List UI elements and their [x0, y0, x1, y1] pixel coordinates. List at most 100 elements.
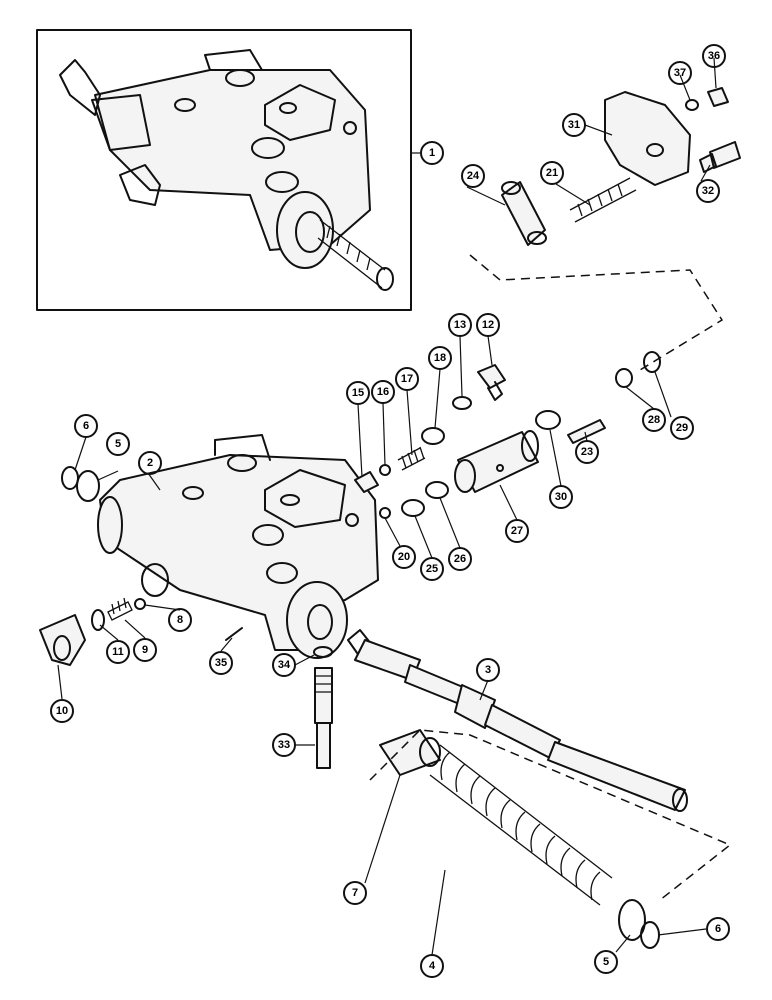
ball-20	[379, 507, 391, 519]
callout-28: 28	[642, 408, 666, 432]
spring-group-outline	[369, 729, 732, 901]
callout-36: 36	[702, 44, 726, 68]
pin-23	[567, 419, 606, 444]
svg-text:12: 12	[482, 319, 494, 331]
callout-9: 9	[133, 638, 157, 662]
spring-sleeve	[379, 729, 441, 776]
svg-text:25: 25	[426, 563, 438, 575]
valve-body	[97, 434, 379, 659]
check-ball-8	[134, 598, 146, 610]
o-ring-11	[91, 609, 105, 631]
check-spring-9	[107, 597, 133, 621]
spring-17	[397, 446, 426, 471]
svg-text:1: 1	[429, 147, 435, 159]
callout-11: 11	[106, 640, 130, 664]
o-ring-13	[452, 396, 472, 410]
snap-ring-6-right	[640, 921, 660, 949]
svg-text:23: 23	[581, 446, 593, 458]
svg-text:5: 5	[603, 956, 609, 968]
callout-12: 12	[476, 313, 500, 337]
svg-text:32: 32	[702, 185, 714, 197]
washer-18	[421, 427, 445, 445]
washer-25	[401, 499, 425, 517]
callout-26: 26	[448, 547, 472, 571]
callout-29: 29	[670, 416, 694, 440]
assembled-valve-inset	[36, 29, 412, 311]
svg-text:33: 33	[278, 739, 290, 751]
svg-text:24: 24	[467, 170, 480, 182]
svg-text:37: 37	[674, 67, 686, 79]
callout-25: 25	[420, 557, 444, 581]
callout-16: 16	[371, 380, 395, 404]
callout-3: 3	[476, 658, 500, 682]
return-spring	[429, 744, 613, 906]
plunger-33	[314, 667, 333, 769]
svg-text:29: 29	[676, 422, 688, 434]
callout-17: 17	[395, 367, 419, 391]
svg-text:10: 10	[56, 705, 68, 717]
svg-text:28: 28	[648, 414, 660, 426]
svg-text:6: 6	[83, 420, 89, 432]
valve-sleeve-27	[454, 430, 539, 493]
callout-34: 34	[272, 653, 296, 677]
ball-16	[379, 464, 391, 476]
callout-6-right: 6	[706, 917, 730, 941]
spool	[347, 629, 688, 812]
pin-35	[225, 627, 243, 641]
cover-plate-31	[604, 91, 691, 186]
elbow-fitting	[39, 614, 86, 666]
relief-poppet-24	[501, 181, 547, 246]
callout-32: 32	[696, 179, 720, 203]
washer-5-left	[76, 470, 100, 502]
svg-text:5: 5	[115, 438, 121, 450]
callout-23: 23	[575, 440, 599, 464]
svg-text:17: 17	[401, 373, 413, 385]
svg-text:27: 27	[511, 525, 523, 537]
callout-1: 1	[420, 141, 444, 165]
svg-text:21: 21	[546, 167, 558, 179]
svg-text:13: 13	[454, 319, 466, 331]
svg-text:8: 8	[177, 614, 183, 626]
callout-13: 13	[448, 313, 472, 337]
callout-20: 20	[392, 545, 416, 569]
callout-15: 15	[346, 381, 370, 405]
callout-24: 24	[461, 164, 485, 188]
callout-5-left: 5	[106, 432, 130, 456]
svg-text:35: 35	[215, 657, 227, 669]
callout-10: 10	[50, 699, 74, 723]
callout-21: 21	[540, 161, 564, 185]
callout-5-right: 5	[594, 950, 618, 974]
callout-31: 31	[562, 113, 586, 137]
svg-text:7: 7	[352, 887, 358, 899]
washer-26	[425, 481, 449, 499]
callout-35: 35	[209, 651, 233, 675]
callout-8: 8	[168, 608, 192, 632]
leader-lines	[57, 57, 717, 956]
callout-27: 27	[505, 519, 529, 543]
relief-group-outline	[469, 254, 724, 371]
svg-text:11: 11	[112, 646, 124, 658]
callout-37: 37	[668, 61, 692, 85]
o-ring-34	[313, 646, 333, 658]
callout-7: 7	[343, 881, 367, 905]
svg-text:15: 15	[352, 387, 364, 399]
svg-text:3: 3	[485, 664, 491, 676]
svg-text:18: 18	[434, 352, 446, 364]
svg-text:4: 4	[429, 960, 436, 972]
seat-15	[354, 471, 379, 493]
ring-29	[643, 351, 661, 373]
svg-text:9: 9	[142, 644, 148, 656]
svg-text:26: 26	[454, 553, 466, 565]
svg-text:6: 6	[715, 923, 721, 935]
plug-12	[477, 364, 506, 401]
svg-text:36: 36	[708, 50, 720, 62]
callout-30: 30	[549, 485, 573, 509]
svg-text:16: 16	[377, 386, 389, 398]
washer-30	[535, 410, 561, 430]
callout-4: 4	[420, 954, 444, 978]
callout-2: 2	[138, 451, 162, 475]
svg-text:30: 30	[555, 491, 567, 503]
washer-37	[685, 99, 699, 111]
washer-5-right	[618, 899, 646, 941]
